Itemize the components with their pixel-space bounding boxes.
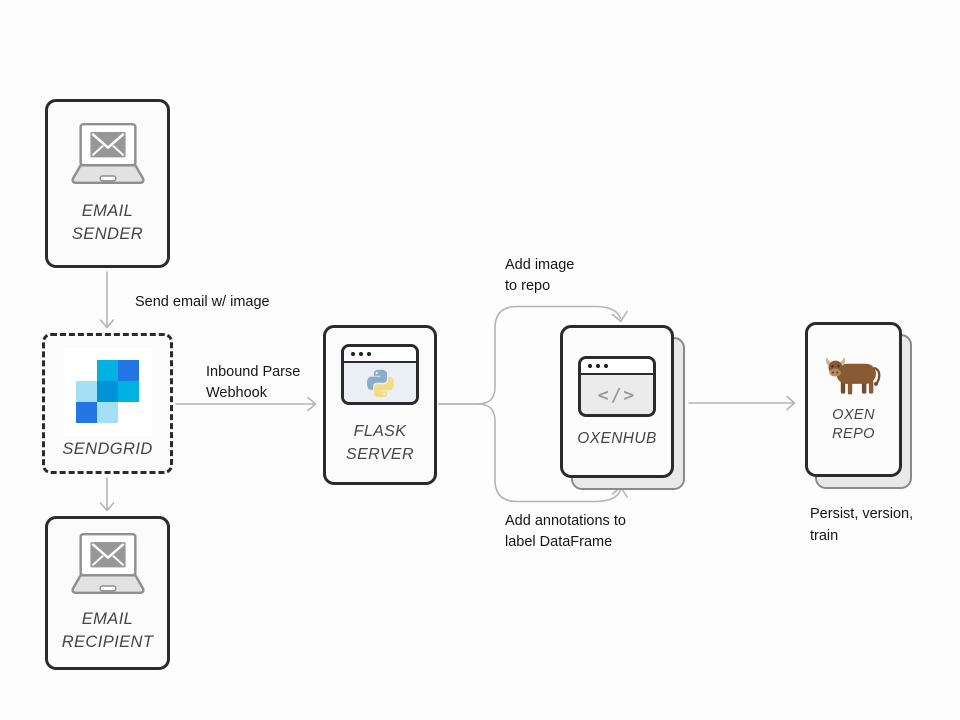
node-title-line: REPO (832, 426, 875, 442)
browser-dot-icon (351, 352, 355, 356)
browser-dot-icon (604, 363, 608, 368)
browser-titlebar (344, 347, 416, 363)
python-icon (366, 369, 394, 398)
laptop-envelope-icon (70, 532, 145, 595)
sendgrid-logo-background (63, 347, 152, 436)
node-title: FLASK SERVER (346, 420, 414, 466)
node-email-recipient: EMAIL RECIPIENT (45, 516, 170, 670)
node-oxenhub: </> OXENHUB (560, 325, 690, 495)
browser-dot-icon (359, 352, 363, 356)
node-title-line: EMAIL (81, 610, 134, 628)
node-title: EMAIL RECIPIENT (62, 608, 154, 654)
label-inbound-parse-webhook: Inbound Parse Webhook (206, 364, 301, 401)
node-oxen-repo: OXEN REPO (805, 322, 917, 494)
ox-icon (825, 357, 880, 395)
node-title-line: RECIPIENT (61, 633, 154, 651)
arrow-oxenhub-to-oxenrepo (688, 395, 796, 411)
label-send-email: Send email w/ image (135, 294, 270, 310)
label-add-annotations: Add annotations to label DataFrame (505, 513, 626, 550)
node-email-sender: EMAIL SENDER (45, 99, 170, 268)
envelope-icon (89, 131, 126, 157)
arrow-sender-to-sendgrid (99, 271, 115, 329)
node-title-line: OXEN (832, 407, 875, 423)
label-persist-version-train: Persist, version, train (810, 506, 914, 544)
node-title: SENDGRID (62, 438, 152, 460)
node-title-line: SERVER (346, 446, 414, 463)
node-title-line: EMAIL (81, 201, 134, 220)
laptop-envelope-icon (70, 122, 145, 184)
node-title: OXENHUB (577, 430, 656, 448)
stack-front-card: </> OXENHUB (560, 325, 674, 478)
code-icon: </> (597, 384, 637, 406)
browser-window-icon: </> (578, 355, 656, 417)
node-title-line: OXENHUB (577, 429, 657, 447)
envelope-icon (89, 542, 126, 568)
arrow-sendgrid-to-recipient (99, 477, 115, 512)
label-add-image-to-repo: Add image to repo (505, 257, 575, 294)
browser-window-icon (341, 344, 419, 405)
node-title: EMAIL SENDER (72, 200, 143, 246)
node-title-line: SENDGRID (62, 439, 153, 458)
browser-dot-icon (596, 363, 600, 368)
node-flask-server: FLASK SERVER (323, 325, 437, 485)
node-title-line: FLASK (353, 423, 407, 440)
browser-dot-icon (588, 363, 592, 368)
node-sendgrid: SENDGRID (42, 333, 173, 474)
stack-front-card: OXEN REPO (805, 322, 902, 477)
browser-titlebar (581, 358, 653, 375)
browser-dot-icon (367, 352, 371, 356)
node-title-line: SENDER (71, 224, 144, 243)
node-title: OXEN REPO (832, 406, 875, 444)
sendgrid-pixel-logo-icon (76, 360, 139, 423)
